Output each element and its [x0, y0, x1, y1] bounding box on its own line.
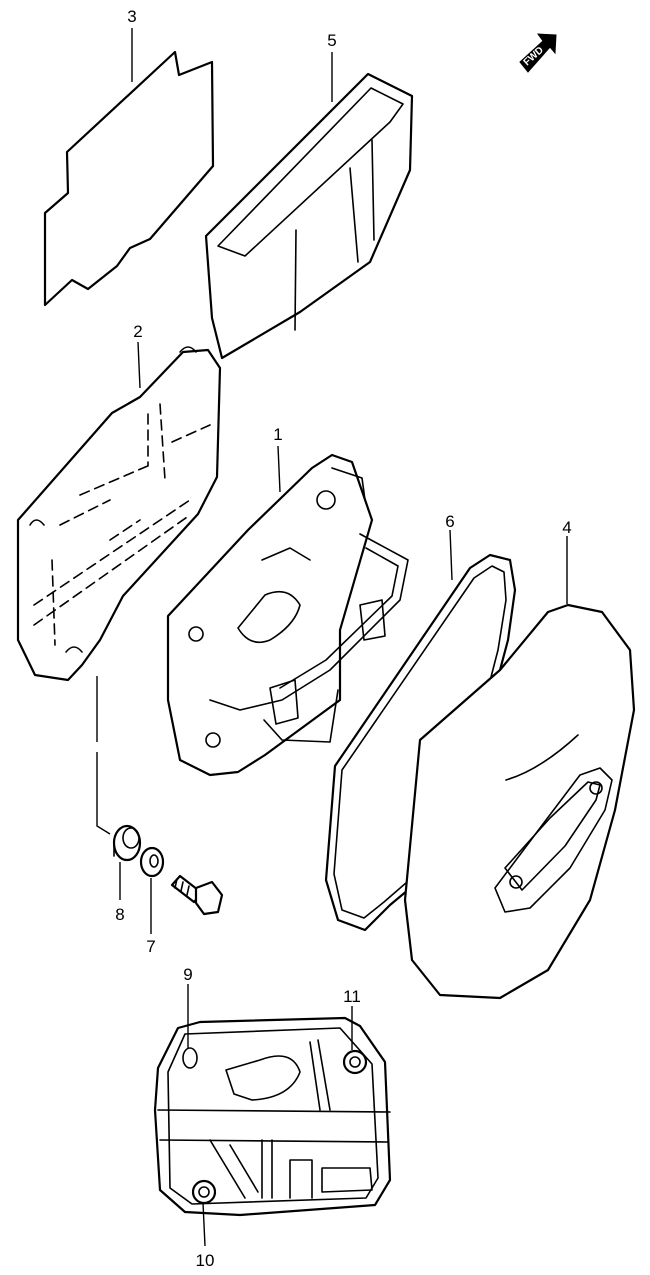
callout-11: 11 — [343, 987, 361, 1006]
callouts: 3 5 2 1 6 4 8 7 9 11 10 — [115, 7, 571, 1270]
callout-1: 1 — [273, 425, 282, 444]
part-4-outer-cover — [403, 603, 636, 1000]
part-3-sheet — [43, 50, 215, 307]
callout-5: 5 — [327, 31, 336, 50]
callout-6: 6 — [445, 512, 454, 531]
callout-7: 7 — [146, 937, 155, 956]
callout-4: 4 — [562, 518, 571, 537]
part-5-cover — [204, 72, 414, 360]
callout-10: 10 — [196, 1251, 215, 1270]
callout-9: 9 — [183, 965, 192, 984]
part-1-bracket — [166, 453, 409, 777]
fwd-arrow-icon: FWD — [519, 33, 557, 73]
part-2-plate — [16, 346, 222, 682]
callout-3: 3 — [127, 7, 136, 26]
callout-8: 8 — [115, 905, 124, 924]
part-7-washer — [139, 846, 165, 878]
leader-lines — [96, 28, 568, 1247]
callout-2: 2 — [133, 322, 142, 341]
bolt — [170, 874, 224, 916]
lower-plate — [153, 1016, 392, 1217]
part-8-grommet — [112, 824, 142, 862]
